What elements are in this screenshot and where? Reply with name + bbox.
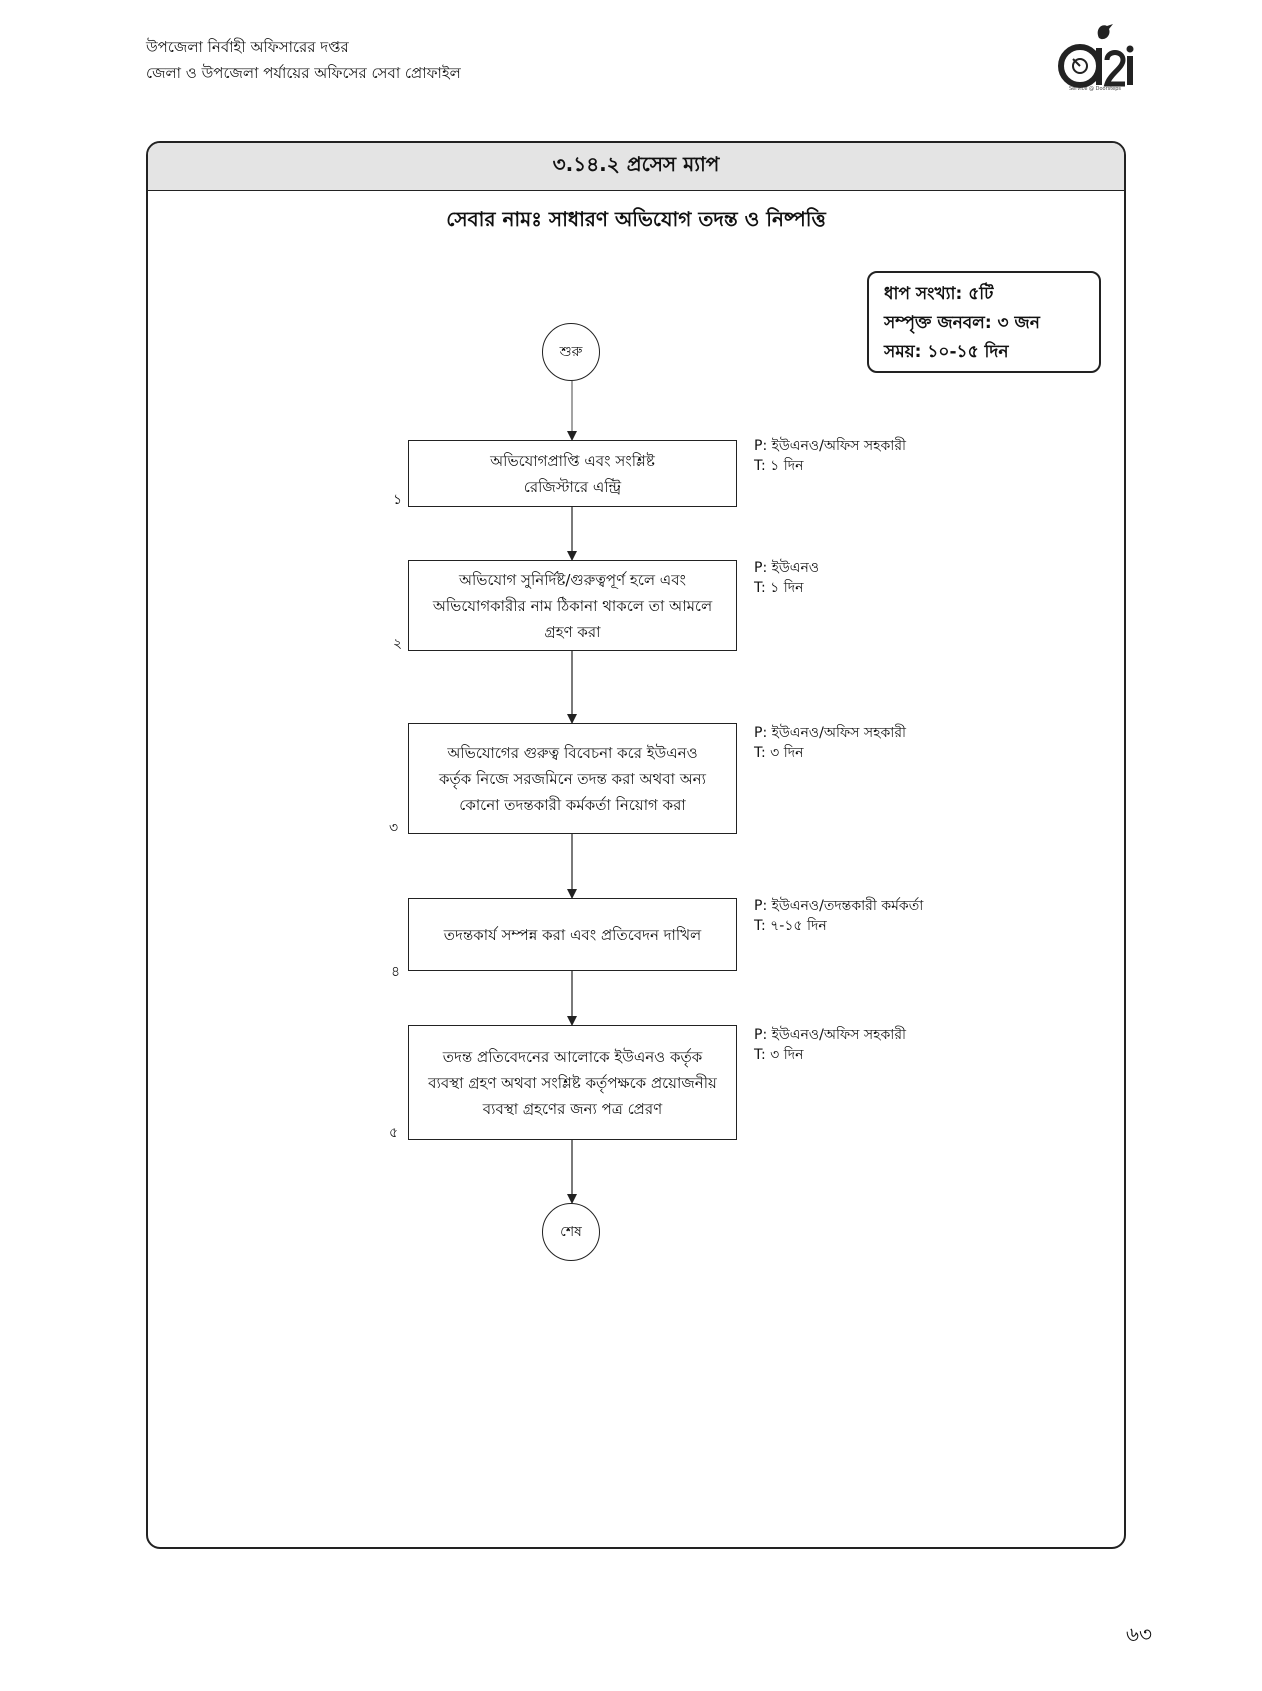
step-4-person: P: ইউএনও/তদন্তকারী কর্মকর্তা [754,898,924,914]
step-2-time: T: ১ দিন [754,580,804,596]
step-2-line-2: অভিযোগকারীর নাম ঠিকানা থাকলে তা আমলে [432,596,713,615]
step-3-person: P: ইউএনও/অফিস সহকারী [754,725,907,741]
summary-steps: ধাপ সংখ্যা: ৫টি [884,284,994,304]
step-1-line-1: অভিযোগপ্রাপ্তি এবং সংশ্লিষ্ট [490,451,655,470]
step-5-number: ৫ [389,1125,399,1141]
logo-tagline: Service @ Doorsteps [1068,86,1122,92]
step-5-line-3: ব্যবস্থা গ্রহণের জন্য পত্র প্রেরণ [482,1099,663,1118]
step-3-time: T: ৩ দিন [754,745,804,761]
end-node: শেষ [542,1203,600,1261]
a2i-logo [1058,24,1134,88]
process-step-1: অভিযোগপ্রাপ্তি এবং সংশ্লিষ্ট রেজিস্টারে … [408,440,737,507]
section-heading: ৩.১৪.২ প্রসেস ম্যাপ [148,143,1124,191]
process-step-2: অভিযোগ সুনির্দিষ্ট/গুরুত্বপূর্ণ হলে এবং … [408,560,737,651]
step-3-number: ৩ [389,820,399,836]
step-1-line-2: রেজিস্টারে এন্ট্রি [523,477,622,496]
step-4-meta: P: ইউএনও/তদন্তকারী কর্মকর্তা T: ৭-১৫ দিন [754,896,923,936]
step-3-line-1: অভিযোগের গুরুত্ব বিবেচনা করে ইউএনও [447,743,698,762]
step-2-number: ২ [393,636,403,652]
step-5-time: T: ৩ দিন [754,1047,804,1063]
step-3-line-3: কোনো তদন্তকারী কর্মকর্তা নিয়োগ করা [459,795,686,814]
process-step-3: অভিযোগের গুরুত্ব বিবেচনা করে ইউএনও কর্তৃ… [408,723,737,834]
step-5-line-1: তদন্ত প্রতিবেদনের আলোকে ইউএনও কর্তৃক [442,1047,703,1066]
start-node: শুরু [542,323,600,381]
service-title: সেবার নামঃ সাধারণ অভিযোগ তদন্ত ও নিষ্পত্… [446,207,826,231]
step-5-person: P: ইউএনও/অফিস সহকারী [754,1027,907,1043]
page-header-line1: উপজেলা নির্বাহী অফিসারের দপ্তর [146,38,349,56]
step-3-line-2: কর্তৃক নিজে সরজমিনে তদন্ত করা অথবা অন্য [439,769,706,788]
process-map-frame: ৩.১৪.২ প্রসেস ম্যাপ সেবার নামঃ সাধারণ অভ… [146,141,1126,1549]
flow-connectors [567,381,577,1204]
page-header-line2: জেলা ও উপজেলা পর্যায়ের অফিসের সেবা প্রো… [146,64,461,82]
step-1-number: ১ [393,492,403,508]
step-4-line-1: তদন্তকার্য সম্পন্ন করা এবং প্রতিবেদন দাখ… [443,925,702,944]
step-3-meta: P: ইউএনও/অফিস সহকারী T: ৩ দিন [754,723,906,763]
step-1-person: P: ইউএনও/অফিস সহকারী [754,438,907,454]
page-number: ৬৩ [1126,1622,1153,1646]
step-2-line-3: গ্রহণ করা [544,622,601,641]
step-1-time: T: ১ দিন [754,458,804,474]
process-step-5: তদন্ত প্রতিবেদনের আলোকে ইউএনও কর্তৃক ব্য… [408,1025,737,1140]
step-4-number: ৪ [391,964,401,980]
summary-time: সময়: ১০-১৫ দিন [884,342,1009,362]
step-2-meta: P: ইউএনও T: ১ দিন [754,558,819,598]
step-5-line-2: ব্যবস্থা গ্রহণ অথবা সংশ্লিষ্ট কর্তৃপক্ষক… [428,1073,717,1092]
step-4-time: T: ৭-১৫ দিন [754,918,827,934]
step-2-person: P: ইউএনও [754,560,820,576]
step-5-meta: P: ইউএনও/অফিস সহকারী T: ৩ দিন [754,1025,906,1065]
summary-staff: সম্পৃক্ত জনবল: ৩ জন [884,313,1040,333]
process-step-4: তদন্তকার্য সম্পন্ন করা এবং প্রতিবেদন দাখ… [408,898,737,971]
summary-box: ধাপ সংখ্যা: ৫টি সম্পৃক্ত জনবল: ৩ জন সময়… [867,271,1101,373]
step-1-meta: P: ইউএনও/অফিস সহকারী T: ১ দিন [754,436,906,476]
step-2-line-1: অভিযোগ সুনির্দিষ্ট/গুরুত্বপূর্ণ হলে এবং [458,570,687,589]
